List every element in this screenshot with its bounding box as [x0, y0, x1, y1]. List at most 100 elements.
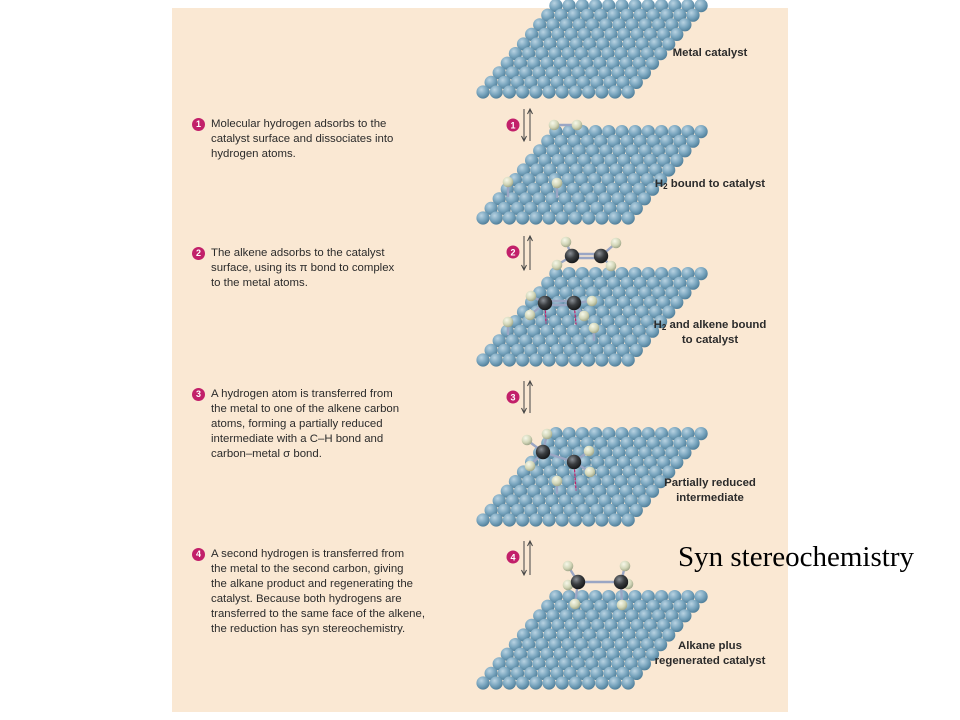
metal-atom: [568, 85, 583, 99]
metal-atom: [582, 676, 596, 690]
metal-atom: [555, 211, 569, 225]
hydrogen-atom: [551, 177, 563, 189]
svg-text:4: 4: [510, 552, 515, 562]
metal-atom: [629, 666, 643, 681]
metal-atom: [595, 676, 609, 690]
equilibrium-arrow-icon: [521, 539, 533, 577]
metal-atom: [621, 676, 635, 690]
metal-atom: [516, 353, 530, 367]
adsorbed-hydrogens: [502, 176, 563, 199]
equilibrium-arrow-icon: [521, 379, 533, 415]
step-3-line: carbon–metal σ bond.: [211, 448, 322, 460]
step-3-arrow-badge: 3: [506, 390, 520, 404]
metal-atom: [555, 676, 569, 690]
metal-atom: [686, 276, 700, 290]
metal-atom: [637, 66, 652, 80]
hydrogen-atom: [551, 259, 563, 271]
metal-atom: [686, 436, 700, 450]
stage-label-h2-alkene-bound: H2 and alkene bound to catalyst: [653, 319, 767, 346]
metal-atom: [686, 599, 700, 613]
metal-atom: [608, 85, 622, 99]
metal-atom: [595, 513, 609, 527]
metal-atom: [654, 47, 668, 61]
step-3-text: 3 A hydrogen atom is transferred from th…: [192, 387, 462, 462]
carbon-atom: [535, 444, 551, 460]
metal-atom: [678, 609, 692, 623]
metal-atom: [637, 192, 652, 206]
step-4-arrow-badge: 4: [506, 550, 520, 564]
metal-atom: [568, 353, 583, 367]
metal-atom: [662, 465, 676, 479]
metal-atom: [629, 503, 643, 517]
metal-atom: [542, 513, 556, 527]
metal-atom: [582, 513, 596, 527]
metal-atom: [529, 211, 543, 225]
metal-atom: [542, 353, 556, 367]
metal-atom: [654, 173, 668, 187]
hydrogen-atom: [525, 290, 537, 302]
metal-atom: [621, 211, 635, 225]
hydrogen-atom: [562, 560, 574, 572]
hydrogen-atom: [502, 316, 514, 328]
metal-atom: [645, 56, 660, 70]
metal-atom: [489, 676, 503, 690]
hydrogen-atom: [562, 579, 574, 591]
step-1-badge: 1: [192, 118, 205, 131]
carbon-atom: [564, 248, 580, 264]
metal-atom: [694, 267, 708, 281]
metal-atom: [476, 85, 490, 99]
metal-atom: [542, 85, 556, 99]
stage-label-metal-catalyst: Metal catalyst: [672, 47, 748, 59]
metal-atom: [582, 353, 596, 367]
metal-atom: [645, 324, 660, 338]
metal-atom: [608, 353, 622, 367]
hydrogen-atom: [605, 260, 617, 272]
step-1-line: Molecular hydrogen adsorbs to the: [211, 118, 387, 130]
hydrogen-atom: [571, 119, 583, 131]
equilibrium-arrow-icon: [521, 107, 533, 143]
step-3-line: intermediate with a C–H bond and: [211, 433, 384, 445]
hydrogen-atom: [619, 560, 631, 572]
metal-atom: [542, 211, 556, 225]
metal-atom: [476, 513, 490, 527]
hydrogen-atom: [569, 598, 581, 610]
hydrogen-atom: [584, 466, 596, 478]
metal-atom: [516, 676, 530, 690]
bound-alkene-complex: [502, 290, 600, 342]
stage-label-partially-reduced: Partially reduced intermediate: [664, 477, 756, 504]
metal-atom: [529, 85, 543, 99]
metal-atom: [629, 343, 643, 357]
h2-molecule: [548, 119, 583, 131]
metal-catalyst-surface: [476, 267, 708, 367]
svg-text:1: 1: [510, 120, 515, 130]
metal-atom: [678, 144, 692, 158]
hydrogen-atom: [588, 322, 600, 334]
metal-atom: [516, 211, 530, 225]
metal-bond: [544, 302, 547, 324]
stage-label-alkane-regenerated: Alkane plus regenerated catalyst: [654, 640, 766, 667]
metal-atom: [582, 85, 596, 99]
metal-atom: [670, 295, 684, 309]
metal-atom: [678, 446, 692, 460]
carbon-atom: [593, 248, 609, 264]
carbon-atom: [570, 574, 586, 590]
step-2-line: surface, using its π bond to complex: [211, 262, 395, 274]
metal-atom: [621, 513, 635, 527]
metal-atom: [529, 676, 543, 690]
metal-atom: [654, 638, 668, 652]
hydrogen-atom: [586, 295, 598, 307]
metal-atom: [489, 513, 503, 527]
alkane-molecule: [562, 560, 634, 611]
metal-atom: [654, 475, 668, 489]
hydrogen-atom: [551, 475, 563, 487]
step-3-line: the metal to one of the alkene carbon: [211, 403, 400, 415]
metal-atom: [529, 353, 543, 367]
metal-atom: [654, 315, 668, 329]
metal-atom: [582, 211, 596, 225]
metal-atom: [662, 37, 676, 51]
metal-atom: [489, 353, 503, 367]
metal-atom: [502, 211, 516, 225]
stage-label-h2-bound: H2 bound to catalyst: [654, 178, 766, 191]
metal-atom: [662, 163, 676, 177]
